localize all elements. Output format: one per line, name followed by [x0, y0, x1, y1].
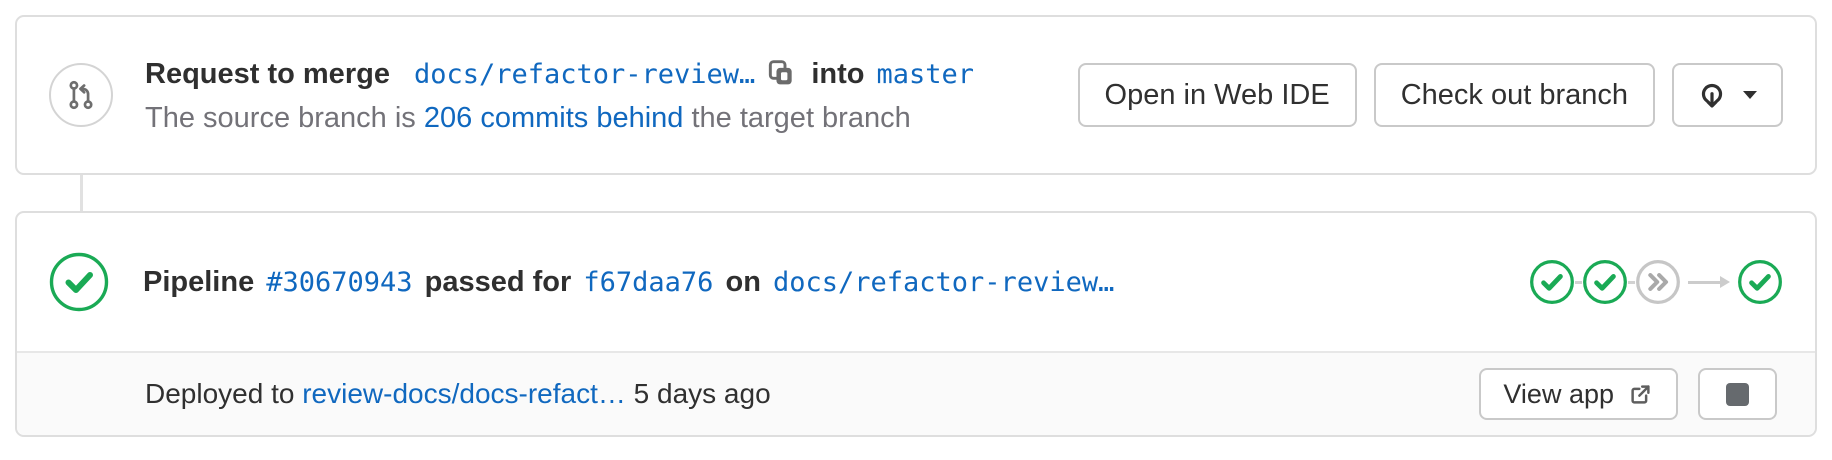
- deployment-time: 5 days ago: [633, 378, 771, 409]
- source-branch-link[interactable]: docs/refactor-review…: [413, 58, 756, 90]
- stage-skipped-icon[interactable]: [1635, 259, 1681, 305]
- stage-connector: [1575, 280, 1582, 284]
- copy-branch-button[interactable]: [765, 56, 797, 93]
- request-to-merge-label: Request to merge: [145, 57, 390, 90]
- open-web-ide-button[interactable]: Open in Web IDE: [1077, 63, 1357, 127]
- pipeline-widget: Pipeline #30670943 passed for f67daa76 o…: [15, 211, 1817, 437]
- stage-success-icon[interactable]: [1582, 259, 1628, 305]
- target-branch-link[interactable]: master: [876, 58, 975, 90]
- deployment-text: Deployed to review-docs/docs-refact… 5 d…: [145, 378, 771, 410]
- subtitle-suffix: the target branch: [691, 101, 911, 134]
- pipeline-id-link[interactable]: #30670943: [266, 266, 413, 298]
- deployed-to-label: Deployed to: [145, 378, 295, 409]
- chevron-down-icon: [1741, 88, 1759, 102]
- merge-request-actions: Open in Web IDE Check out branch: [1077, 63, 1783, 127]
- view-app-label: View app: [1503, 378, 1614, 409]
- git-merge-request-icon: [49, 63, 113, 127]
- view-app-button[interactable]: View app: [1479, 368, 1678, 420]
- deployment-actions: View app: [1479, 368, 1777, 420]
- status-success-icon[interactable]: [49, 252, 109, 312]
- stage-connector: [1628, 280, 1635, 284]
- pipeline-on-label: on: [725, 265, 761, 298]
- copy-to-clipboard-icon: [765, 56, 797, 93]
- deployment-row: Deployed to review-docs/docs-refact… 5 d…: [17, 351, 1815, 435]
- download-icon: [1696, 79, 1728, 111]
- pipeline-passed-for-label: passed for: [424, 265, 572, 298]
- merge-request-subtitle: The source branch is 206 commits behind …: [145, 102, 974, 135]
- commits-behind-link[interactable]: 206 commits behind: [423, 101, 684, 134]
- checkout-branch-button[interactable]: Check out branch: [1373, 63, 1655, 127]
- pipeline-row: Pipeline #30670943 passed for f67daa76 o…: [17, 213, 1815, 351]
- merge-request-text: Request to merge docs/refactor-review… i…: [145, 56, 974, 135]
- pipeline-text: Pipeline #30670943 passed for f67daa76 o…: [143, 266, 1118, 299]
- pipeline-branch-link[interactable]: docs/refactor-review…: [772, 266, 1115, 298]
- pipeline-label: Pipeline: [143, 265, 255, 298]
- pipeline-mini-graph: [1529, 259, 1783, 305]
- commit-sha-link[interactable]: f67daa76: [583, 266, 714, 298]
- merge-request-widget: Request to merge docs/refactor-review… i…: [15, 15, 1817, 175]
- external-link-icon: [1627, 381, 1654, 408]
- downstream-pipeline-success-icon[interactable]: [1737, 259, 1783, 305]
- stop-environment-button[interactable]: [1698, 368, 1777, 420]
- connector-line: [80, 175, 83, 213]
- stage-success-icon[interactable]: [1529, 259, 1575, 305]
- into-label: into: [811, 57, 865, 90]
- merge-request-title: Request to merge docs/refactor-review… i…: [145, 56, 974, 93]
- stop-icon: [1726, 382, 1749, 406]
- downstream-arrow-icon: [1688, 276, 1730, 288]
- download-dropdown-button[interactable]: [1672, 63, 1783, 127]
- environment-link[interactable]: review-docs/docs-refact…: [302, 378, 626, 409]
- subtitle-prefix: The source branch is: [145, 101, 416, 134]
